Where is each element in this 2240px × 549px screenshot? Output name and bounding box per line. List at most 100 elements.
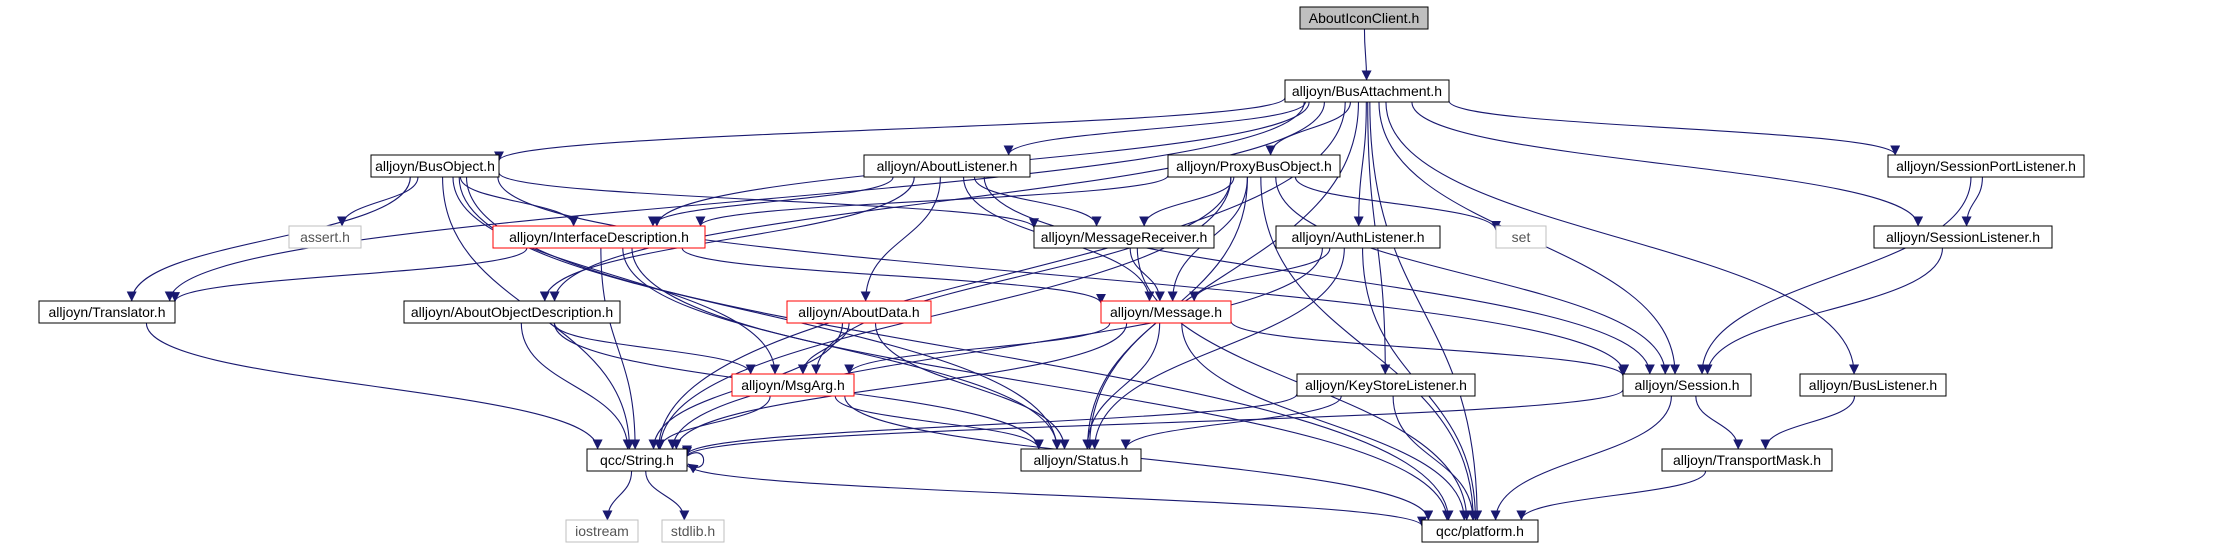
node-box-keystore: [1296, 373, 1476, 397]
node-aboutlistener[interactable]: alljoyn/AboutListener.h: [863, 154, 1031, 178]
node-box-platform: [1421, 519, 1539, 543]
node-box-qccstring: [586, 448, 688, 472]
edge-authlistener-to-status: [1089, 247, 1345, 450]
edge-buslistener-to-transportmask: [1760, 395, 1856, 450]
node-aboutobjdesc[interactable]: alljoyn/AboutObjectDescription.h: [403, 300, 621, 324]
node-label-iostream: iostream: [575, 523, 629, 539]
node-box-busattach: [1284, 79, 1450, 103]
node-buslistener[interactable]: alljoyn/BusListener.h: [1799, 373, 1947, 397]
edge-proxybus-to-platform: [1260, 176, 1479, 521]
node-ifacedesc[interactable]: alljoyn/InterfaceDescription.h: [492, 225, 706, 249]
edge-msgarg-to-status: [834, 395, 1044, 450]
edge-session-to-transportmask: [1695, 395, 1744, 450]
node-stdlib: stdlib.h: [661, 519, 725, 543]
edge-busobject-to-translator: [126, 176, 411, 302]
node-message[interactable]: alljoyn/Message.h: [1100, 300, 1232, 324]
node-status[interactable]: alljoyn/Status.h: [1020, 448, 1142, 472]
edge-session-to-platform: [1490, 395, 1672, 521]
node-label-translator: alljoyn/Translator.h: [49, 304, 166, 320]
edge-aboutobjdesc-to-msgarg: [553, 322, 756, 375]
edge-ifacedesc-to-qccstring: [600, 247, 641, 450]
edge-authlistener-to-qccstring: [667, 247, 1323, 450]
node-box-translator: [38, 300, 176, 324]
edge-msgarg-to-qccstring: [654, 395, 771, 450]
edge-busobject-to-msgarg: [452, 176, 780, 375]
edge-busattach-to-status: [1084, 101, 1360, 450]
edge-qccstring-to-platform: [686, 463, 1427, 527]
edge-msgreceiver-to-message: [1129, 247, 1165, 302]
node-box-aboutdata: [786, 300, 932, 324]
node-msgreceiver[interactable]: alljoyn/MessageReceiver.h: [1033, 225, 1215, 249]
node-label-sessionlistener: alljoyn/SessionListener.h: [1886, 229, 2040, 245]
node-box-assert: [288, 225, 362, 249]
edge-aboutlistener-to-session: [983, 176, 1655, 375]
edge-aboutlistener-to-aboutdata: [860, 176, 941, 302]
node-sessionlistener[interactable]: alljoyn/SessionListener.h: [1873, 225, 2053, 249]
node-root[interactable]: AboutIconClient.h: [1299, 6, 1429, 30]
node-label-qccstring: qcc/String.h: [600, 452, 674, 468]
edge-busattach-to-authlistener: [1353, 101, 1367, 227]
node-label-authlistener: alljoyn/AuthListener.h: [1291, 229, 1424, 245]
node-box-transportmask: [1661, 448, 1833, 472]
edge-ifacedesc-to-platform: [631, 247, 1452, 521]
edge-aboutdata-to-msgarg: [797, 322, 850, 375]
node-session[interactable]: alljoyn/Session.h: [1622, 373, 1752, 397]
node-proxybus[interactable]: alljoyn/ProxyBusObject.h: [1167, 154, 1341, 178]
node-keystore[interactable]: alljoyn/KeyStoreListener.h: [1296, 373, 1476, 397]
node-translator[interactable]: alljoyn/Translator.h: [38, 300, 176, 324]
node-box-set: [1495, 225, 1547, 249]
node-aboutdata[interactable]: alljoyn/AboutData.h: [786, 300, 932, 324]
node-box-sessionlistener: [1873, 225, 2053, 249]
node-box-sessionport: [1887, 154, 2085, 178]
edge-keystore-to-status: [1120, 395, 1342, 450]
node-box-busobject: [370, 154, 500, 178]
node-msgarg[interactable]: alljoyn/MsgArg.h: [731, 373, 855, 397]
node-qccstring[interactable]: qcc/String.h: [586, 448, 688, 472]
node-label-sessionport: alljoyn/SessionPortListener.h: [1896, 158, 2076, 174]
node-box-iostream: [565, 519, 639, 543]
node-label-proxybus: alljoyn/ProxyBusObject.h: [1176, 158, 1332, 174]
node-box-aboutlistener: [863, 154, 1031, 178]
edge-qccstring-to-iostream: [602, 470, 633, 521]
node-label-transportmask: alljoyn/TransportMask.h: [1673, 452, 1821, 468]
node-label-buslistener: alljoyn/BusListener.h: [1809, 377, 1937, 393]
node-box-proxybus: [1167, 154, 1341, 178]
node-busobject[interactable]: alljoyn/BusObject.h: [370, 154, 500, 178]
node-label-busobject: alljoyn/BusObject.h: [375, 158, 495, 174]
edge-aboutlistener-to-ifacedesc: [648, 176, 894, 227]
node-platform[interactable]: qcc/platform.h: [1421, 519, 1539, 543]
edge-message-to-session: [1230, 320, 1628, 377]
edge-busattach-to-aboutlistener: [1003, 101, 1306, 156]
node-iostream: iostream: [565, 519, 639, 543]
edge-keystore-to-qccstring: [682, 393, 1298, 456]
edge-busattach-to-proxybus: [1265, 101, 1351, 156]
node-label-aboutobjdesc: alljoyn/AboutObjectDescription.h: [411, 304, 613, 320]
node-label-aboutdata: alljoyn/AboutData.h: [798, 304, 919, 320]
node-authlistener[interactable]: alljoyn/AuthListener.h: [1275, 225, 1441, 249]
node-busattach[interactable]: alljoyn/BusAttachment.h: [1284, 79, 1450, 103]
edge-message-to-status: [1082, 322, 1161, 450]
edge-keystore-to-platform: [1392, 395, 1478, 521]
node-label-aboutlistener: alljoyn/AboutListener.h: [877, 158, 1018, 174]
node-label-msgreceiver: alljoyn/MessageReceiver.h: [1041, 229, 1208, 245]
edge-sessionport-to-session: [1697, 176, 1972, 375]
node-layer: AboutIconClient.h alljoyn/BusAttachment.h…: [38, 6, 2085, 543]
edge-ifacedesc-to-translator: [170, 247, 528, 303]
edge-proxybus-to-set: [1294, 176, 1501, 231]
node-box-msgarg: [731, 373, 855, 397]
edge-proxybus-to-ifacedesc: [695, 174, 1169, 227]
edge-qccstring-to-qccstring: [686, 452, 705, 474]
node-transportmask[interactable]: alljoyn/TransportMask.h: [1661, 448, 1833, 472]
edge-busobject-to-session: [497, 176, 1630, 375]
edge-busattach-to-sessionlistener: [1411, 101, 1924, 227]
node-box-session: [1622, 373, 1752, 397]
edge-busattach-to-busobject: [494, 97, 1286, 162]
edge-busobject-to-ifacedesc: [459, 176, 579, 227]
node-sessionport[interactable]: alljoyn/SessionPortListener.h: [1887, 154, 2085, 178]
node-box-stdlib: [661, 519, 725, 543]
edge-sessionlistener-to-session: [1702, 247, 1944, 375]
node-label-session: alljoyn/Session.h: [1634, 377, 1739, 393]
node-box-aboutobjdesc: [403, 300, 621, 324]
node-box-authlistener: [1275, 225, 1441, 249]
